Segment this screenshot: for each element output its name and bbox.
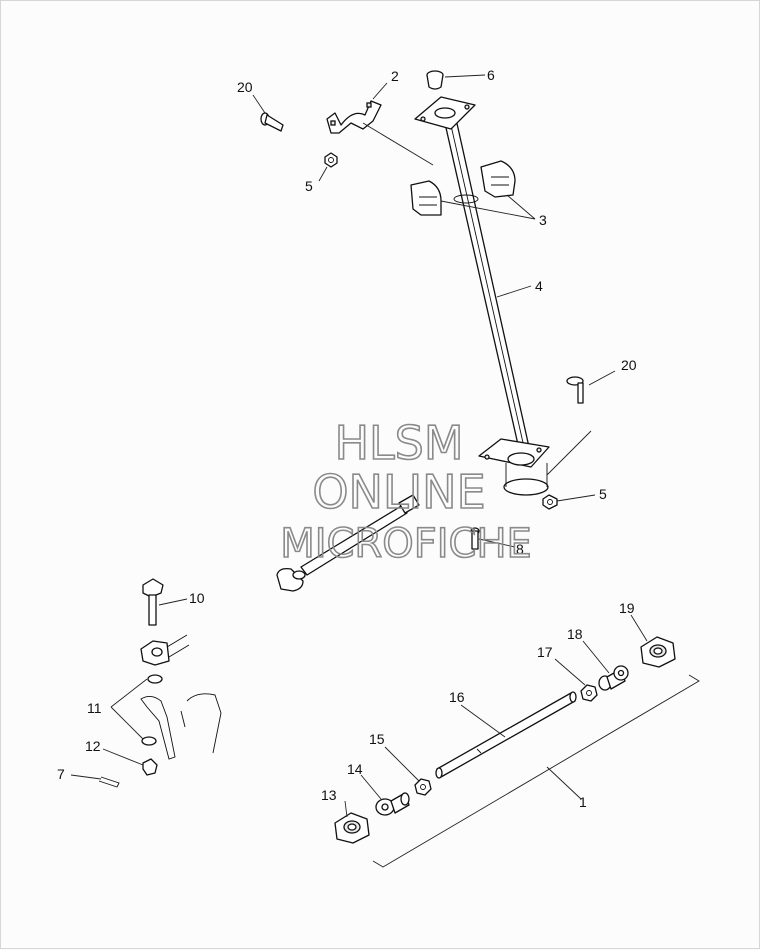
jam-nut-17[interactable] bbox=[580, 684, 598, 702]
callout-14: 14 bbox=[347, 761, 363, 777]
callout-20-upper: 20 bbox=[237, 79, 253, 95]
bolt-upper[interactable] bbox=[260, 112, 284, 132]
callout-8: 8 bbox=[516, 541, 524, 557]
cotter-pin[interactable] bbox=[98, 776, 120, 788]
arm-bracket bbox=[140, 693, 222, 760]
bolt-8[interactable] bbox=[470, 527, 480, 550]
steering-column[interactable] bbox=[414, 96, 550, 496]
watermark-line1: HLSM bbox=[334, 416, 463, 470]
watermark-line3: MICROFICHE bbox=[280, 521, 532, 567]
washers[interactable] bbox=[141, 674, 163, 746]
clamp-bracket[interactable] bbox=[326, 100, 382, 134]
callout-4: 4 bbox=[535, 278, 543, 294]
callout-1: 1 bbox=[579, 794, 587, 810]
rod-end-13[interactable] bbox=[334, 812, 370, 844]
watermark: HLSM ONLINE MICROFICHE bbox=[279, 415, 532, 568]
callout-numbers: 1 2 3 4 5 5 6 7 8 10 11 12 13 14 15 16 1… bbox=[57, 67, 637, 810]
nut-12[interactable] bbox=[142, 758, 158, 776]
callout-20-right: 20 bbox=[621, 357, 637, 373]
rod-end-19[interactable] bbox=[640, 636, 676, 668]
callout-19: 19 bbox=[619, 600, 635, 616]
nut-lower[interactable] bbox=[542, 494, 558, 510]
tie-rod[interactable] bbox=[435, 691, 577, 779]
callout-5-lower: 5 bbox=[599, 486, 607, 502]
watermark-line2: ONLINE bbox=[312, 465, 485, 519]
jam-nut-15[interactable] bbox=[414, 778, 432, 796]
nut-upper[interactable] bbox=[324, 152, 338, 168]
callout-12: 12 bbox=[85, 738, 101, 754]
callout-16: 16 bbox=[449, 689, 465, 705]
assembly-bracket bbox=[372, 674, 700, 868]
pin-10[interactable] bbox=[142, 578, 164, 626]
ball-joint-18[interactable] bbox=[598, 665, 629, 691]
callout-11: 11 bbox=[87, 700, 102, 716]
callout-15: 15 bbox=[369, 731, 385, 747]
cap[interactable] bbox=[426, 70, 444, 90]
bolt-right[interactable] bbox=[566, 376, 584, 404]
callout-2: 2 bbox=[391, 68, 399, 84]
callout-13: 13 bbox=[321, 787, 337, 803]
callout-7: 7 bbox=[57, 766, 65, 782]
link-end[interactable] bbox=[140, 634, 190, 666]
callout-6: 6 bbox=[487, 67, 495, 83]
intermediate-shaft[interactable] bbox=[276, 494, 420, 592]
callout-5-upper: 5 bbox=[305, 178, 313, 194]
callout-3: 3 bbox=[539, 212, 547, 228]
callout-17: 17 bbox=[537, 644, 553, 660]
ball-joint-14[interactable] bbox=[375, 792, 410, 816]
leader-lines bbox=[70, 74, 648, 818]
callout-18: 18 bbox=[567, 626, 583, 642]
bushing-halves[interactable] bbox=[410, 160, 516, 216]
callout-10: 10 bbox=[189, 590, 205, 606]
